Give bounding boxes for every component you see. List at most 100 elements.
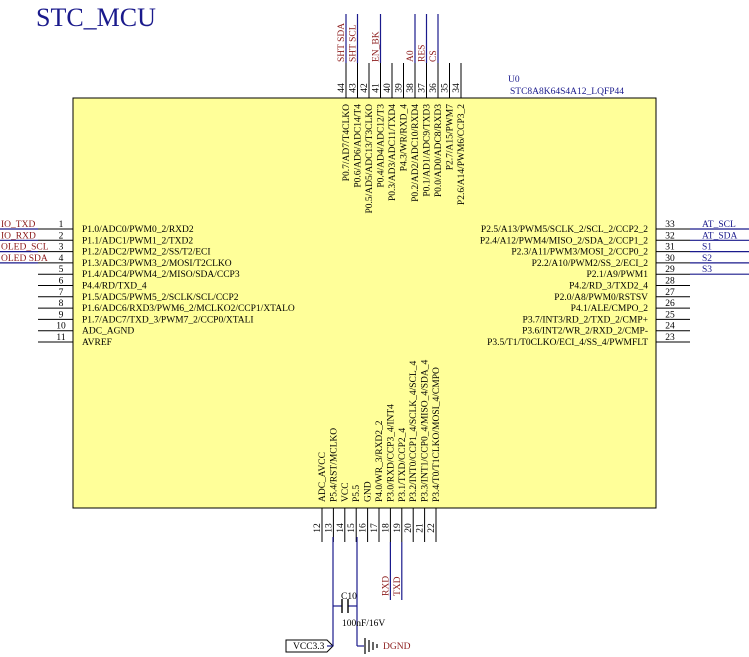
net-label: AT_SDA	[702, 231, 738, 241]
pin-number: 41	[372, 83, 382, 93]
pin-name: P4.0/WR_3/RXD2_2	[375, 420, 385, 502]
capacitor-value: 100nF/16V	[342, 619, 385, 629]
pin-name: P1.2/ADC2/PWM2_2/SS/T2/ECI	[82, 248, 211, 258]
pin-name: P4.3/WR/RXD_4	[400, 104, 410, 172]
net-label: AT_SCL	[702, 220, 736, 230]
decoupling-network: C10 100nF/16V VCC3.3 DGND	[285, 537, 411, 654]
pin-name: P3.5/T1/T0CLKO/ECI_4/SS_4/PWMFLT	[487, 338, 648, 348]
pin-number: 29	[665, 265, 675, 275]
pin-number: 7	[59, 288, 64, 298]
pin-15: 15 P5.5	[347, 485, 362, 542]
pin-name: VCC	[341, 482, 351, 502]
pin-number: 37	[418, 83, 428, 93]
capacitor-ref: C10	[341, 592, 357, 602]
pin-name: P3.2/INT0/CCP1_4/SCLK_4/SCL_4	[409, 361, 419, 502]
pin-number: 12	[313, 523, 323, 533]
gnd-symbol	[364, 638, 378, 654]
pin-name: P5.4/RST/MCLKO	[329, 428, 339, 502]
pin-number: 35	[441, 83, 451, 93]
pin-name: P0.1/AD1/ADC9/TXD3	[423, 104, 433, 197]
pin-name: P4.1/ALE/CMPO_2	[571, 304, 649, 314]
pin-number: 30	[665, 254, 675, 264]
pin-number: 15	[347, 523, 357, 533]
pin-number: 8	[59, 299, 64, 309]
pin-number: 6	[59, 277, 64, 287]
pin-number: 39	[395, 83, 405, 93]
pin-number: 40	[383, 83, 393, 93]
net-label: OLED SDA	[1, 254, 48, 264]
net-label: RXD	[381, 576, 391, 596]
net-label: S2	[702, 254, 712, 264]
pin-name: P0.3/AD3/ADC11/TXD4	[388, 104, 398, 201]
pin-number: 31	[665, 243, 675, 253]
pin-name: P1.7/ADC7/TXD_3/PWM7_2/CCP0/XTALI	[82, 315, 254, 325]
pin-number: 22	[427, 523, 437, 533]
pin-name: P2.3/A11/PWM3/MOSI_2/CCP0_2	[511, 248, 648, 258]
pin-number: 23	[665, 333, 675, 343]
pin-number: 2	[59, 231, 64, 241]
pin-12: 12 ADC_AVCC	[313, 452, 328, 542]
pin-name: P0.7/AD7/T4CLKO	[342, 104, 352, 181]
pin-name: P0.5/AD5/ADC13/T3CLKO	[365, 104, 375, 214]
pin-name: P1.6/ADC6/RXD3/PWM6_2/MCLKO2/CCP1/XTALO	[82, 304, 295, 314]
net-label: A0	[406, 50, 416, 62]
pin-name: P1.3/ADC3/PWM3_2/MOSI/T2CLKO	[82, 259, 232, 269]
net-label: RES	[418, 45, 428, 62]
pin-name: P4.4/RD/TXD_4	[82, 282, 147, 292]
pin-number: 42	[360, 83, 370, 93]
pin-number: 27	[665, 288, 675, 298]
pin-number: 4	[59, 254, 64, 264]
pin-name: P0.2/AD2/ADC10/RXD4	[411, 104, 421, 202]
pin-number: 19	[393, 523, 403, 533]
net-label: CS	[429, 50, 439, 62]
pin-name: P4.2/RD_3/TXD2_4	[569, 282, 648, 292]
net-label: S3	[702, 265, 712, 275]
pin-name: P3.7/INT3/RD_2/TXD_2/CMP+	[523, 315, 648, 325]
net-label: EN_BK	[372, 31, 382, 62]
pin-name: P5.5	[352, 485, 362, 502]
net-label: SHT SCL	[349, 24, 359, 62]
chip-part: STC8A8K64S4A12_LQFP44	[510, 87, 624, 97]
pin-13: 13 P5.4/RST/MCLKO	[324, 428, 339, 542]
pin-name: P2.4/A12/PWM4/MISO_2/SDA_2/CCP1_2	[480, 236, 648, 246]
pin-name: GND	[364, 481, 374, 502]
net-label: TXD	[393, 576, 403, 596]
net-label: S1	[702, 243, 712, 253]
net-label: IO_RXD	[1, 231, 36, 241]
pin-name: P0.6/AD6/ADC14/T4	[354, 104, 364, 188]
pin-number: 16	[359, 523, 369, 533]
pin-name: ADC_AVCC	[318, 452, 328, 502]
pin-number: 44	[337, 83, 347, 93]
pin-name: P0.0/AD0/ADC8/RXD3	[434, 104, 444, 197]
pin-number: 13	[324, 523, 334, 533]
pin-number: 17	[370, 523, 380, 533]
pin-name: P2.1/A9/PWM1	[587, 270, 649, 280]
pin-17: 17 P4.0/WR_3/RXD2_2	[370, 420, 385, 542]
pin-name: P1.5/ADC5/PWM5_2/SCLK/SCL/CCP2	[82, 293, 239, 303]
